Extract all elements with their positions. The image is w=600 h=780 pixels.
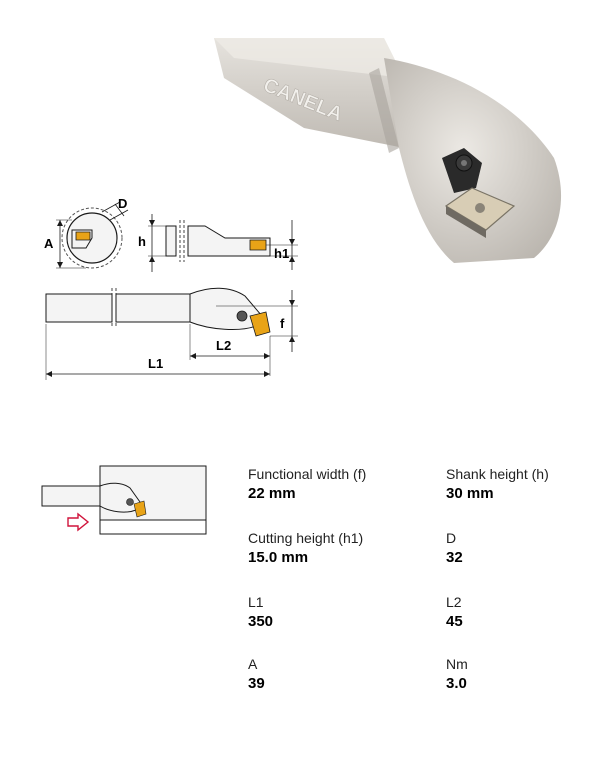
- spec-value: 3.0: [446, 675, 467, 692]
- dim-label-L1: L1: [148, 356, 163, 371]
- spec-label: Nm: [446, 656, 468, 672]
- spec-label: Cutting height (h1): [248, 530, 364, 546]
- spec-functional-width: Functional width (f) 22 mm: [248, 466, 438, 503]
- product-photo: CANELA: [214, 38, 562, 263]
- spec-value: 22 mm: [248, 485, 296, 502]
- spec-d: D 32: [446, 530, 600, 567]
- cutting-insert: [444, 187, 516, 238]
- spec-label: Functional width (f): [248, 466, 367, 482]
- spec-nm: Nm 3.0: [446, 656, 600, 693]
- spec-label: D: [446, 530, 457, 546]
- spec-label: Shank height (h): [446, 466, 549, 482]
- spec-a: A 39: [248, 656, 438, 693]
- end-view: [56, 201, 129, 269]
- spec-label: L1: [248, 594, 264, 610]
- spec-cutting-height: Cutting height (h1) 15.0 mm: [248, 530, 438, 567]
- spec-label: L2: [446, 594, 462, 610]
- spec-value: 39: [248, 675, 265, 692]
- dim-label-D: D: [118, 196, 127, 211]
- application-diagram: [41, 465, 207, 535]
- spec-l1: L1 350: [248, 594, 438, 631]
- spec-value: 350: [248, 613, 274, 630]
- dim-label-h1: h1: [274, 246, 289, 261]
- dim-label-L2: L2: [216, 338, 231, 353]
- spec-label: A: [248, 656, 258, 672]
- spec-value: 45: [446, 613, 463, 630]
- dim-label-A: A: [44, 236, 54, 251]
- top-view: [45, 287, 298, 380]
- spec-shank-height: Shank height (h) 30 mm: [446, 466, 600, 503]
- feed-arrow-icon: [67, 512, 90, 532]
- dim-label-h: h: [138, 234, 146, 249]
- spec-value: 15.0 mm: [248, 549, 309, 566]
- technical-drawing: D A h h1: [44, 196, 298, 380]
- dim-label-f: f: [280, 316, 285, 331]
- spec-value: 32: [446, 549, 463, 566]
- spec-l2: L2 45: [446, 594, 600, 631]
- spec-value: 30 mm: [446, 485, 494, 502]
- side-view-head: [148, 214, 298, 272]
- insert-clamp: [442, 148, 482, 193]
